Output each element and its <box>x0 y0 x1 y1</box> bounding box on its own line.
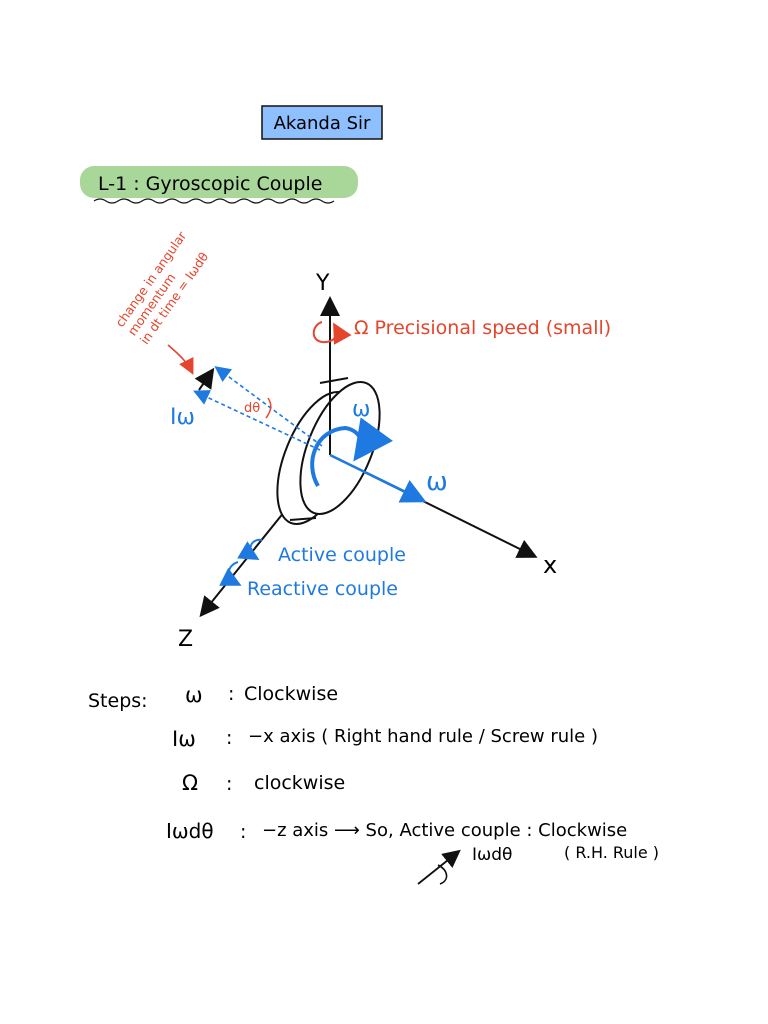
note-arrow <box>167 344 194 375</box>
title-underline <box>93 198 335 204</box>
author-label: Akanda Sir <box>274 113 371 134</box>
title-highlight <box>80 166 358 198</box>
z-axis-label: Z <box>178 627 193 652</box>
step-4-symbol: Iωdθ <box>166 819 214 843</box>
dtheta-label: dθ <box>244 401 260 416</box>
step-1-symbol: ω <box>185 683 203 707</box>
dtheta-arc <box>265 397 272 419</box>
step-1-separator: : <box>228 683 234 705</box>
active-couple-label: Active couple <box>278 544 406 566</box>
precession-arrow <box>312 321 352 345</box>
reactive-couple-label: Reactive couple <box>247 578 398 600</box>
step-2-text: −x axis ( Right hand rule / Screw rule ) <box>248 726 598 747</box>
step-2-separator: : <box>226 727 232 749</box>
y-axis-label: Y <box>315 271 330 296</box>
disc-spin-arrow <box>310 417 393 488</box>
step-3-symbol: Ω <box>182 771 198 795</box>
iw-rotated-vector <box>214 366 323 447</box>
step-3-text: clockwise <box>254 772 345 794</box>
step-3-separator: : <box>226 773 232 795</box>
rh-rule-arrow <box>417 849 461 885</box>
x-axis-label: x <box>543 551 557 579</box>
reactive-couple-arrow <box>219 561 242 586</box>
lecture-title: L-1 : Gyroscopic Couple <box>98 173 322 195</box>
spinning-disc <box>276 377 381 526</box>
angular-momentum-note: change in angular momentum in dt time = … <box>112 228 211 347</box>
omega-axis-label: ω <box>426 467 448 497</box>
omega-vector <box>329 453 427 503</box>
author-box <box>261 105 383 140</box>
step-1-text: Clockwise <box>244 683 338 705</box>
rh-note-symbol: Iωdθ <box>472 845 512 865</box>
iw-label: Iω <box>170 405 195 430</box>
iw-vector <box>193 390 321 451</box>
steps-heading: Steps: <box>88 690 148 712</box>
step-4-text: −z axis ⟶ So, Active couple : Clockwise <box>262 820 627 841</box>
rh-rule-curl <box>437 864 448 885</box>
step-4-separator: : <box>240 821 246 843</box>
precession-label: Ω Precisional speed (small) <box>354 317 611 339</box>
change-vector <box>194 367 215 391</box>
step-2-symbol: Iω <box>172 727 196 751</box>
rh-note-rule: ( R.H. Rule ) <box>564 843 659 862</box>
steps-section: Steps: ω : Clockwise Iω : −x axis ( Righ… <box>88 683 659 885</box>
omega-disc-label: ω <box>352 397 370 422</box>
active-couple-arrow <box>237 538 263 561</box>
